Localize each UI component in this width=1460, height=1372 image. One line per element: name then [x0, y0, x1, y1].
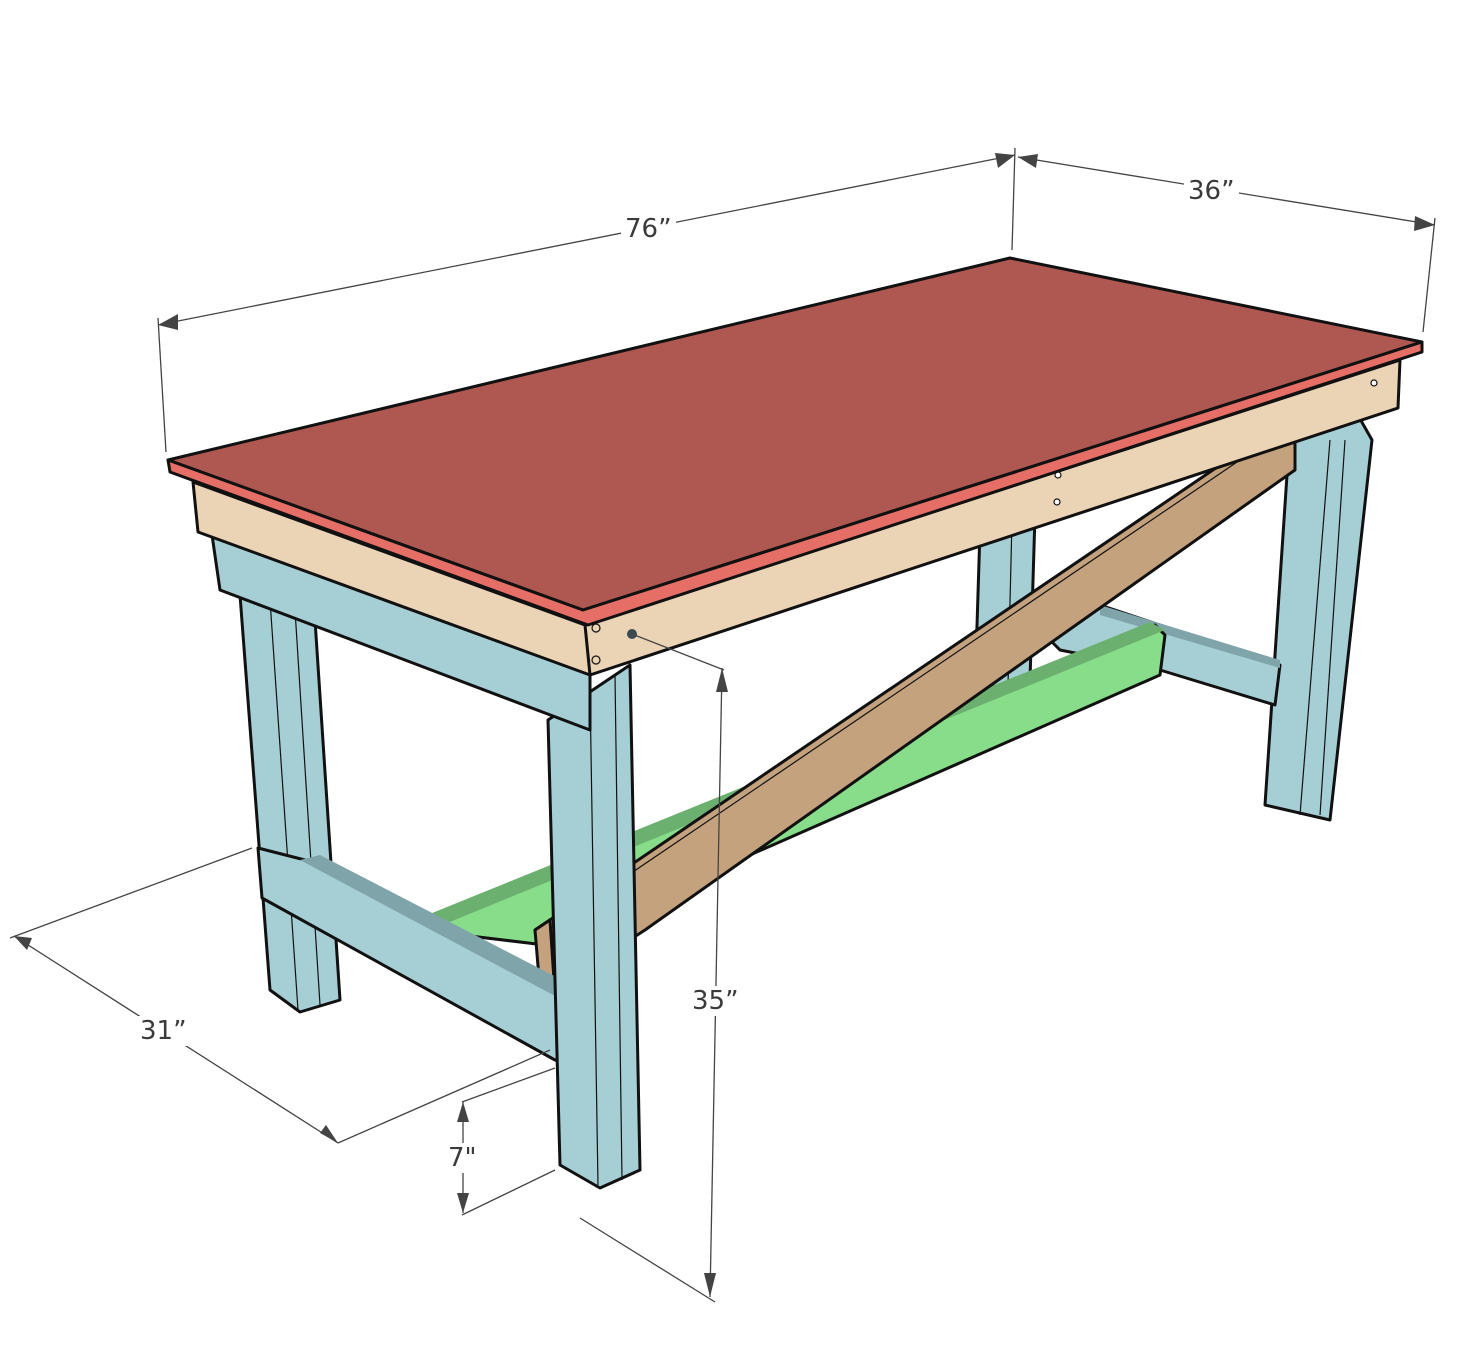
tabletop	[166, 256, 1424, 627]
back-right-leg	[1263, 408, 1374, 822]
front-right-leg	[546, 663, 642, 1190]
dimension-label-height: 35”	[688, 986, 743, 1016]
dimension-76	[157, 147, 1016, 453]
dimension-label-stretcher-height: 7"	[444, 1143, 481, 1173]
dimension-label-depth: 36”	[1184, 176, 1239, 206]
dimension-7	[457, 1067, 556, 1216]
front-left-leg	[238, 593, 342, 1014]
dimension-31	[9, 847, 551, 1144]
dimension-35	[579, 633, 728, 1303]
dimension-label-base-depth: 31”	[136, 1016, 191, 1046]
dimension-label-length: 76”	[621, 214, 676, 244]
